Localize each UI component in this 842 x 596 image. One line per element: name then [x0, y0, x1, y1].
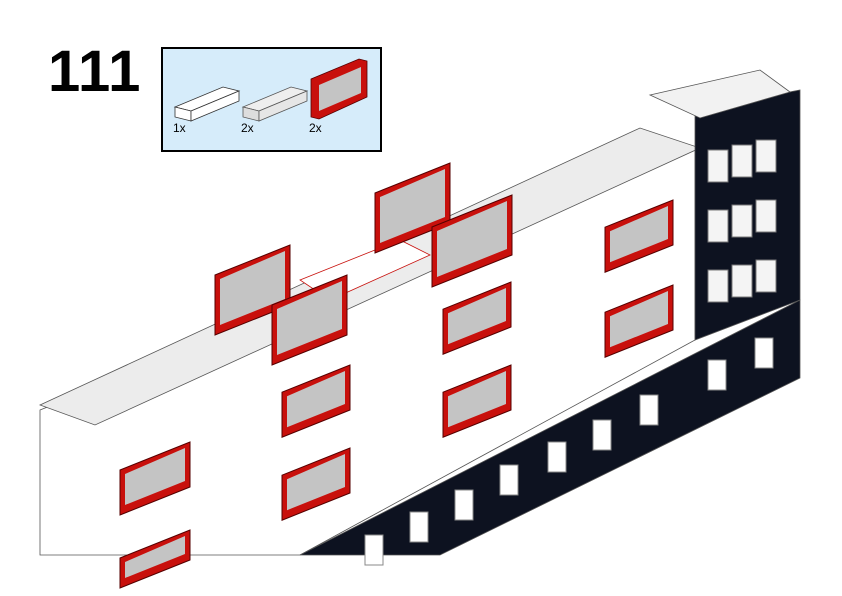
small-window: [364, 534, 384, 566]
red-window-icon: [310, 58, 368, 120]
tower-window: [731, 144, 753, 178]
step-number: 111: [48, 39, 142, 104]
window-glass: [610, 291, 668, 348]
window-glass: [220, 251, 285, 325]
window-glass: [287, 371, 345, 428]
tower-top: [648, 69, 791, 119]
part-quantity: 2x: [309, 121, 322, 135]
small-window: [592, 419, 612, 451]
tower-window: [731, 264, 753, 298]
window-glass: [277, 281, 342, 355]
small-window: [409, 511, 429, 543]
small-window: [707, 359, 727, 391]
tower-window: [755, 199, 777, 233]
part-quantity: 1x: [173, 121, 186, 135]
tower-window: [755, 139, 777, 173]
parts-callout: 1x 2x 2x: [161, 47, 382, 152]
window-glass: [437, 201, 507, 277]
tower-window: [731, 204, 753, 238]
small-window: [754, 337, 774, 369]
tower-window: [707, 209, 729, 243]
small-window: [547, 441, 567, 473]
window-glass: [380, 169, 445, 243]
window-glass: [125, 448, 185, 505]
small-window: [639, 394, 659, 426]
window-glass: [448, 288, 506, 345]
tower-window: [755, 259, 777, 293]
white-brick-icon: [173, 86, 241, 122]
window-glass: [125, 536, 185, 578]
part-quantity: 2x: [241, 121, 254, 135]
tower-window: [707, 269, 729, 303]
window-glass: [610, 206, 668, 263]
window-glass: [287, 454, 345, 511]
window-glass: [448, 371, 506, 428]
black-lower-band: [299, 299, 801, 556]
parts-images: [173, 58, 368, 122]
small-window: [454, 489, 474, 521]
tower-window: [707, 149, 729, 183]
small-window: [499, 464, 519, 496]
trans-clear-brick-icon: [241, 86, 309, 122]
